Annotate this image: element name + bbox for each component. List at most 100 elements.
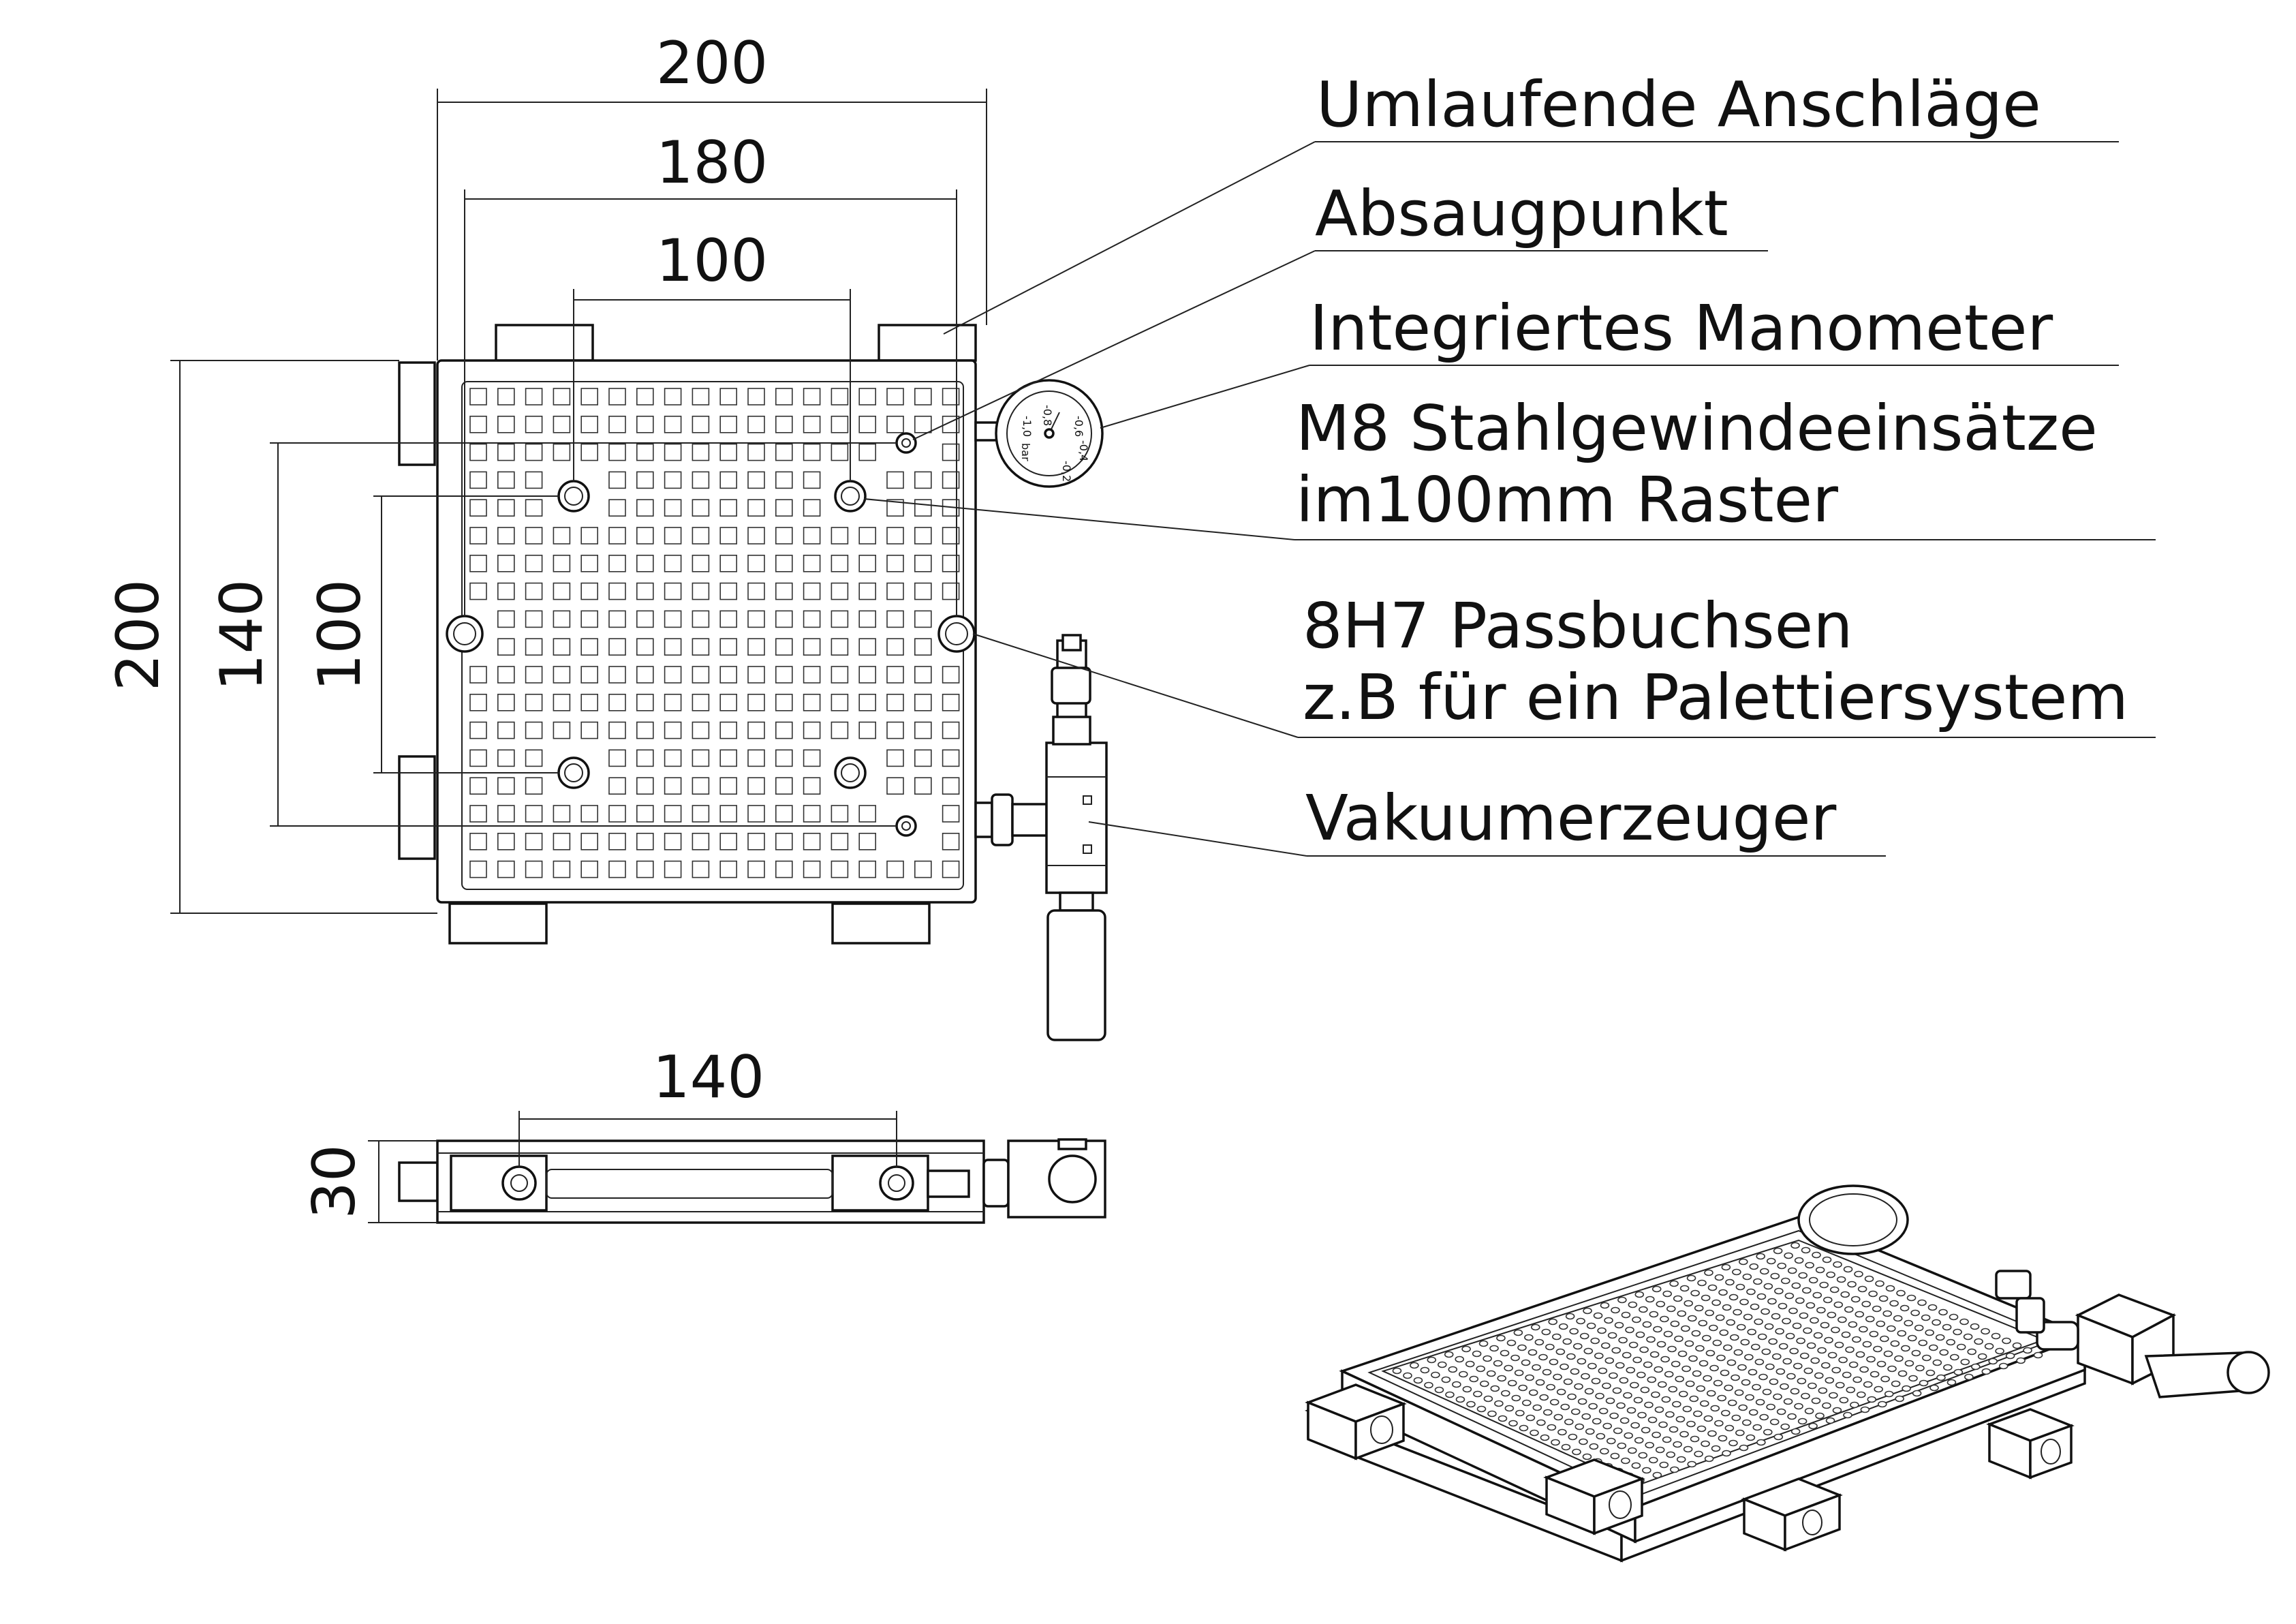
grid-cell: [942, 805, 960, 823]
grid-cell: [747, 471, 765, 489]
grid-cell: [608, 443, 626, 461]
grid-cell: [719, 860, 737, 878]
iso-grid-cell: [1953, 1328, 1962, 1336]
stop-top-left: [495, 324, 594, 362]
iso-grid-cell: [1683, 1445, 1693, 1453]
fitting-bush-right: [937, 615, 976, 653]
iso-grid-cell: [2016, 1357, 2026, 1364]
grid-cell: [636, 471, 654, 489]
iso-grid-cell: [1646, 1336, 1656, 1343]
iso-grid-cell: [1490, 1385, 1500, 1392]
iso-grid-cell: [1521, 1399, 1532, 1407]
grid-cell: [525, 777, 543, 795]
iso-grid-cell: [1600, 1342, 1611, 1349]
grid-cell: [636, 388, 654, 405]
iso-grid-cell: [1826, 1271, 1835, 1278]
iso-grid-cell: [1852, 1336, 1861, 1343]
grid-cell: [525, 415, 543, 433]
iso-grid-cell: [1697, 1279, 1707, 1287]
iso-grid-cell: [1771, 1353, 1782, 1360]
grid-cell: [469, 721, 487, 739]
iso-grid-cell: [1820, 1321, 1830, 1329]
iso-grid-cell: [1634, 1437, 1644, 1444]
grid-cell: [608, 554, 626, 572]
grid-cell: [747, 443, 765, 461]
iso-grid-cell: [1869, 1330, 1879, 1338]
grid-cell: [497, 721, 515, 739]
iso-grid-cell: [1621, 1311, 1631, 1319]
grid-cell: [580, 388, 599, 405]
iso-grid-cell: [1498, 1415, 1508, 1422]
grid-cell: [525, 833, 543, 851]
grid-cell: [886, 471, 904, 489]
iso-grid-cell: [1570, 1368, 1580, 1375]
iso-grid-cell: [1542, 1368, 1552, 1376]
iso-grid-cell: [1687, 1315, 1697, 1322]
iso-grid-cell: [1658, 1421, 1668, 1428]
iso-grid-cell: [1874, 1385, 1884, 1393]
iso-grid-cell: [1782, 1317, 1791, 1325]
grid-cell: [942, 749, 960, 767]
iso-grid-cell: [1786, 1373, 1796, 1380]
iso-grid-cell: [1829, 1286, 1840, 1293]
iso-grid-cell: [1606, 1437, 1616, 1445]
grid-cell: [692, 693, 710, 711]
grid-cell: [608, 666, 626, 684]
iso-grid-cell: [1724, 1384, 1733, 1392]
iso-grid-cell: [1604, 1357, 1615, 1364]
iso-grid-cell: [1895, 1395, 1905, 1403]
iso-grid-cell: [1714, 1420, 1724, 1427]
iso-grid-cell: [1541, 1328, 1551, 1336]
iso-grid-cell: [1859, 1326, 1868, 1333]
iso-grid-cell: [1911, 1349, 1921, 1357]
grid-cell: [525, 721, 543, 739]
iso-grid-cell: [1563, 1378, 1573, 1385]
iso-grid-cell: [1720, 1369, 1730, 1377]
iso-grid-cell: [1746, 1288, 1756, 1296]
iso-grid-cell: [1789, 1347, 1799, 1355]
iso-grid-cell: [1904, 1319, 1914, 1327]
iso-grid-cell: [1461, 1345, 1471, 1353]
iso-grid-cell: [2002, 1337, 2011, 1345]
grid-cell: [497, 415, 515, 433]
iso-grid-cell: [1592, 1418, 1602, 1425]
grid-cell: [608, 499, 626, 517]
iso-grid-cell: [1827, 1311, 1837, 1319]
iso-grid-cell: [1695, 1345, 1705, 1352]
iso-grid-cell: [1803, 1327, 1812, 1334]
iso-grid-cell: [1538, 1353, 1548, 1361]
iso-grid-cell: [1946, 1338, 1956, 1346]
iso-grid-cell: [1703, 1415, 1713, 1422]
iso-grid-cell: [1850, 1401, 1859, 1409]
grid-cell: [553, 860, 571, 878]
label-steel-inserts-line2: im100mm Raster: [1296, 463, 1838, 536]
iso-grid-cell: [1739, 1444, 1749, 1452]
grid-cell: [803, 415, 821, 433]
iso-grid-cell: [1764, 1323, 1774, 1330]
iso-grid-cell: [1804, 1407, 1814, 1415]
iso-grid-cell: [1669, 1466, 1679, 1473]
iso-grid-cell: [1434, 1386, 1444, 1394]
iso-grid-cell: [1574, 1383, 1583, 1390]
grid-cell: [775, 860, 793, 878]
iso-grid-cell: [1704, 1455, 1714, 1462]
iso-grid-cell: [1919, 1379, 1929, 1387]
iso-grid-cell: [1660, 1355, 1670, 1363]
iso-grid-cell: [1634, 1291, 1645, 1298]
vacuum-generator: [974, 634, 1108, 1041]
iso-grid-cell: [1615, 1362, 1625, 1369]
iso-grid-cell: [1770, 1272, 1780, 1280]
grid-cell: [803, 833, 821, 851]
iso-grid-cell: [1652, 1471, 1662, 1479]
iso-grid-cell: [1733, 1349, 1743, 1356]
iso-grid-cell: [1496, 1334, 1506, 1342]
iso-grid-cell: [1753, 1278, 1763, 1285]
iso-grid-cell: [1880, 1375, 1890, 1383]
iso-grid-cell: [1775, 1368, 1786, 1375]
iso-grid-cell: [1616, 1402, 1626, 1409]
iso-grid-cell: [1792, 1322, 1802, 1330]
grid-cell: [664, 666, 682, 684]
grid-cell: [803, 749, 821, 767]
grid-cell: [719, 666, 737, 684]
iso-grid-cell: [1494, 1400, 1504, 1407]
